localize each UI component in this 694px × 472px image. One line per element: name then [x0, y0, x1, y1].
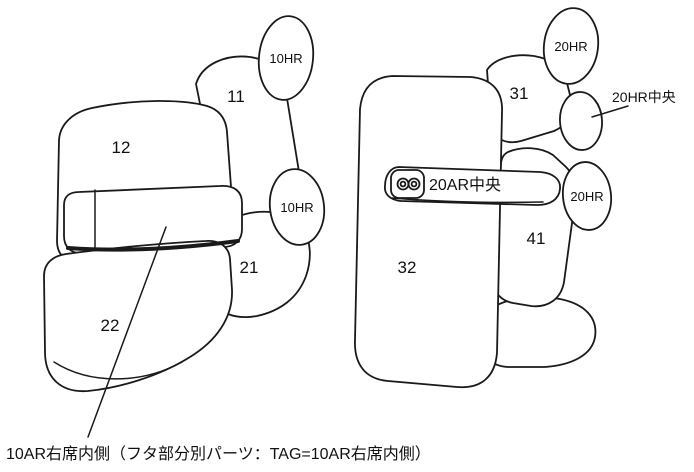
left-cushion-bottom-seam — [53, 361, 183, 380]
left-armrest-bottom-seam — [66, 239, 240, 252]
caption-pointer-line — [87, 226, 167, 438]
left-cushion-22-label: 22 — [101, 316, 120, 335]
left-back-panel-12-label: 12 — [112, 138, 131, 157]
right-headrest-top-outline — [542, 7, 600, 85]
right-bottom-cushion — [481, 296, 597, 368]
left-headrest-top-outline — [257, 15, 315, 101]
center-headrest-leader-line — [591, 105, 629, 118]
right-center-headrest-label: 20HR中央 — [612, 89, 676, 105]
right-back-panel-31-label: 31 — [510, 84, 529, 103]
armrest-latch-ring-left-inner-icon — [399, 180, 407, 188]
left-back-panel-11-label: 11 — [227, 87, 245, 106]
left-headrest-mid-label: 10HR — [280, 200, 313, 215]
right-seat-back-32 — [354, 75, 503, 389]
right-center-headrest-outline — [559, 91, 603, 151]
left-side-cushion-21-label: 21 — [240, 258, 259, 277]
right-seat-back-32-label: 32 — [398, 258, 417, 277]
right-headrest-top-label: 20HR — [554, 39, 587, 54]
right-headrest-side-label: 20HR — [570, 189, 603, 204]
armrest-latch-ring-right-inner-icon — [410, 180, 418, 188]
right-headrest-side-outline — [561, 161, 613, 231]
right-armrest-label: 20AR中央 — [429, 176, 501, 194]
left-headrest-top-label: 10HR — [269, 51, 302, 66]
left-seat-cushion-22 — [43, 240, 233, 392]
right-armrest-bar — [384, 166, 561, 206]
left-headrest-mid-outline — [268, 168, 326, 246]
right-side-panel-41-label: 41 — [527, 229, 546, 248]
diagram-caption: 10AR右席内側（フタ部分別パーツ：TAG=10AR右席内側） — [6, 445, 431, 463]
right-armrest-bar-seam — [391, 197, 544, 204]
